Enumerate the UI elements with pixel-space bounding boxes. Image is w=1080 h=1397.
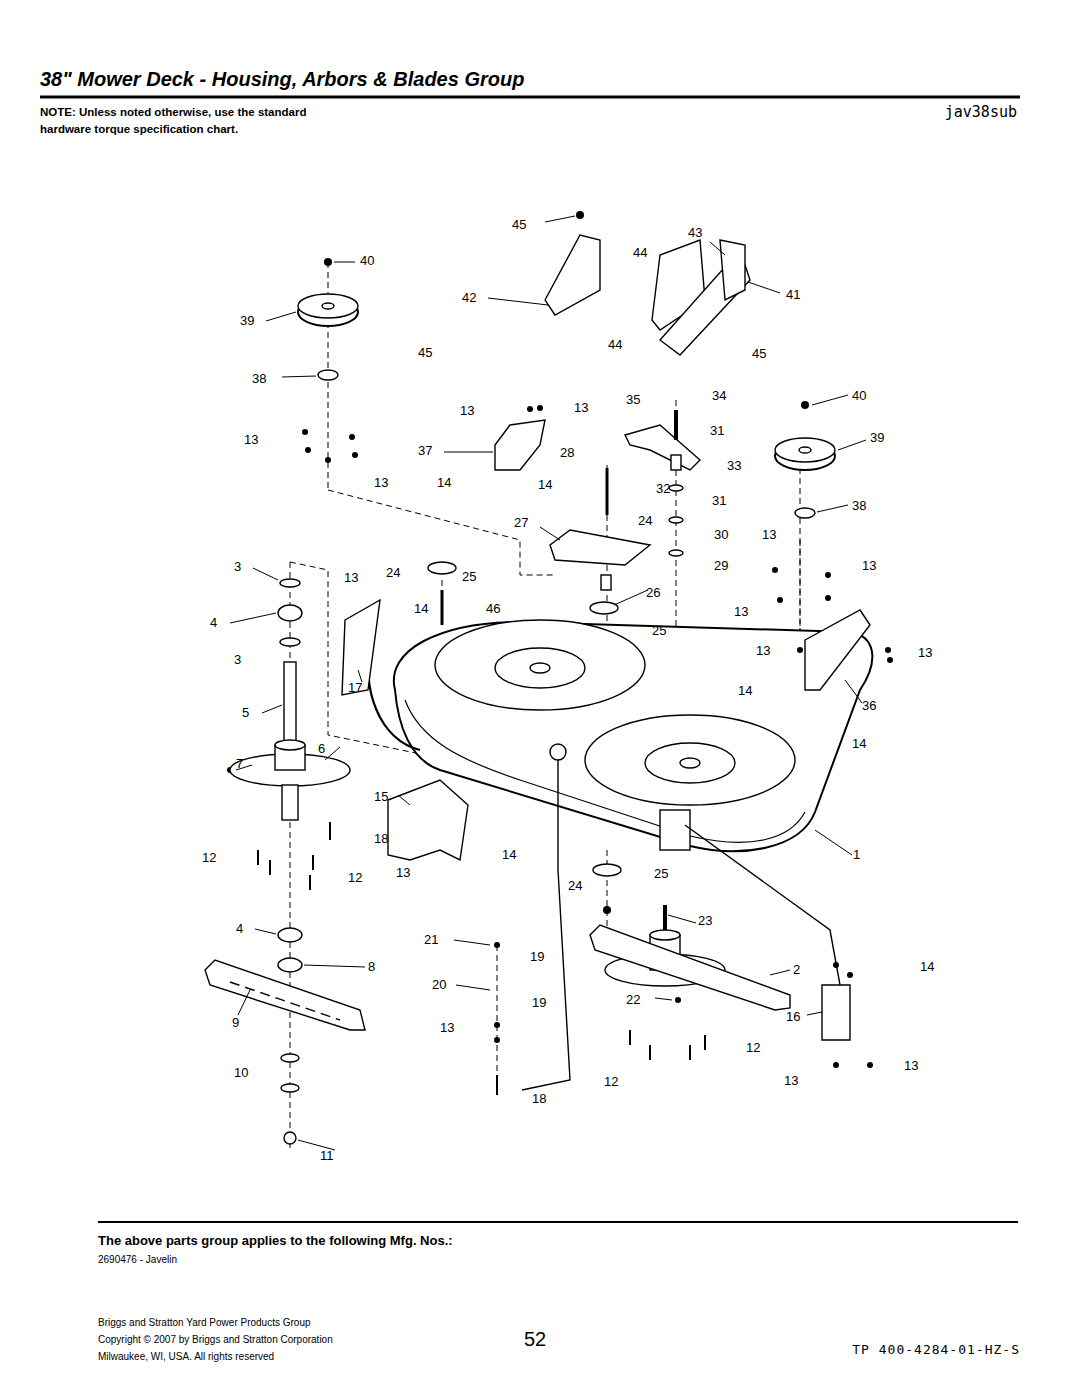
callout-number: 12 [604, 1075, 618, 1090]
callout-number: 13 [244, 433, 258, 448]
callout-number: 14 [920, 960, 934, 975]
callout-number: 26 [646, 586, 660, 601]
callout-number: 13 [374, 476, 388, 491]
callout-number: 44 [608, 338, 622, 353]
callout-number: 32 [656, 482, 670, 497]
callout-number: 44 [633, 246, 647, 261]
callout-number: 13 [396, 866, 410, 881]
callout-number: 34 [712, 389, 726, 404]
callout-number: 12 [348, 871, 362, 886]
footer-text: Copyright © 2007 by Briggs and Stratton … [98, 1334, 333, 1346]
callout-number: 28 [560, 446, 574, 461]
callout-number: 4 [236, 922, 243, 937]
callout-number: 45 [752, 347, 766, 362]
callout-number: 14 [414, 602, 428, 617]
callout-number: 20 [432, 978, 446, 993]
callout-number: 14 [502, 848, 516, 863]
callout-number: 39 [870, 431, 884, 446]
callout-number: 14 [852, 737, 866, 752]
callout-number: 12 [202, 851, 216, 866]
callout-number: 24 [638, 514, 652, 529]
callout-number: 13 [574, 401, 588, 416]
callout-number: 40 [852, 389, 866, 404]
callout-number: 36 [862, 699, 876, 714]
callout-number: 46 [486, 602, 500, 617]
callout-number: 30 [714, 528, 728, 543]
callout-number: 13 [756, 644, 770, 659]
callout-number: 18 [374, 832, 388, 847]
callout-number: 4 [210, 616, 217, 631]
callout-number: 14 [738, 684, 752, 699]
callout-number: 25 [652, 624, 666, 639]
callout-number: 39 [240, 314, 254, 329]
callout-number: 10 [234, 1066, 248, 1081]
footer-text: 2690476 - Javelin [98, 1254, 177, 1266]
callout-number: 12 [746, 1041, 760, 1056]
callout-number: 35 [626, 393, 640, 408]
page-title: 38" Mower Deck - Housing, Arbors & Blade… [40, 68, 524, 91]
callout-number: 3 [234, 653, 241, 668]
callout-number: 23 [698, 914, 712, 929]
callout-number: 22 [626, 993, 640, 1008]
callout-number: 13 [762, 528, 776, 543]
callout-number: 25 [462, 570, 476, 585]
callout-number: 13 [918, 646, 932, 661]
callout-number: 13 [784, 1074, 798, 1089]
callout-number: 19 [530, 950, 544, 965]
callout-number: 2 [793, 963, 800, 978]
callout-number: 24 [386, 566, 400, 581]
callout-number: 21 [424, 933, 438, 948]
callout-number: 8 [368, 960, 375, 975]
callout-number: 38 [252, 372, 266, 387]
callout-number: 37 [418, 444, 432, 459]
callout-number: 13 [344, 571, 358, 586]
page-number: 52 [524, 1328, 546, 1351]
callout-number: 45 [418, 346, 432, 361]
callout-number: 19 [532, 996, 546, 1011]
callout-number: 45 [512, 218, 526, 233]
callout-number: 18 [532, 1092, 546, 1107]
group-code: jav38sub [945, 104, 1017, 121]
callout-number: 13 [440, 1021, 454, 1036]
callout-number: 33 [727, 459, 741, 474]
callout-number: 25 [654, 867, 668, 882]
callout-number: 13 [862, 559, 876, 574]
callout-number: 41 [786, 288, 800, 303]
callout-number: 31 [712, 494, 726, 509]
callout-number: 24 [568, 879, 582, 894]
callout-number: 43 [688, 226, 702, 241]
callout-number: 6 [318, 742, 325, 757]
callout-number: 38 [852, 499, 866, 514]
callout-number: 13 [904, 1059, 918, 1074]
callout-number: 17 [348, 681, 362, 696]
applies-heading: The above parts group applies to the fol… [98, 1234, 453, 1249]
callout-number: 13 [460, 404, 474, 419]
callout-number: 3 [234, 560, 241, 575]
document-number: TP 400-4284-01-HZ-S [852, 1343, 1020, 1358]
callout-number: 27 [514, 516, 528, 531]
callout-number: 15 [374, 790, 388, 805]
note-text: NOTE: Unless noted otherwise, use the st… [40, 104, 340, 137]
callout-number: 13 [734, 605, 748, 620]
callout-number: 31 [710, 424, 724, 439]
footer-text: Milwaukee, WI, USA. All rights reserved [98, 1351, 274, 1363]
callout-number: 14 [538, 478, 552, 493]
callout-number: 9 [232, 1016, 239, 1031]
callout-number: 40 [360, 254, 374, 269]
callout-number: 5 [242, 706, 249, 721]
callout-number: 7 [236, 757, 243, 772]
callout-number: 11 [320, 1149, 334, 1164]
footer-text: Briggs and Stratton Yard Power Products … [98, 1317, 311, 1329]
callout-number: 16 [786, 1010, 800, 1025]
callout-number: 14 [437, 476, 451, 491]
callout-number: 42 [462, 291, 476, 306]
callout-number: 1 [853, 848, 860, 863]
callout-number: 29 [714, 559, 728, 574]
